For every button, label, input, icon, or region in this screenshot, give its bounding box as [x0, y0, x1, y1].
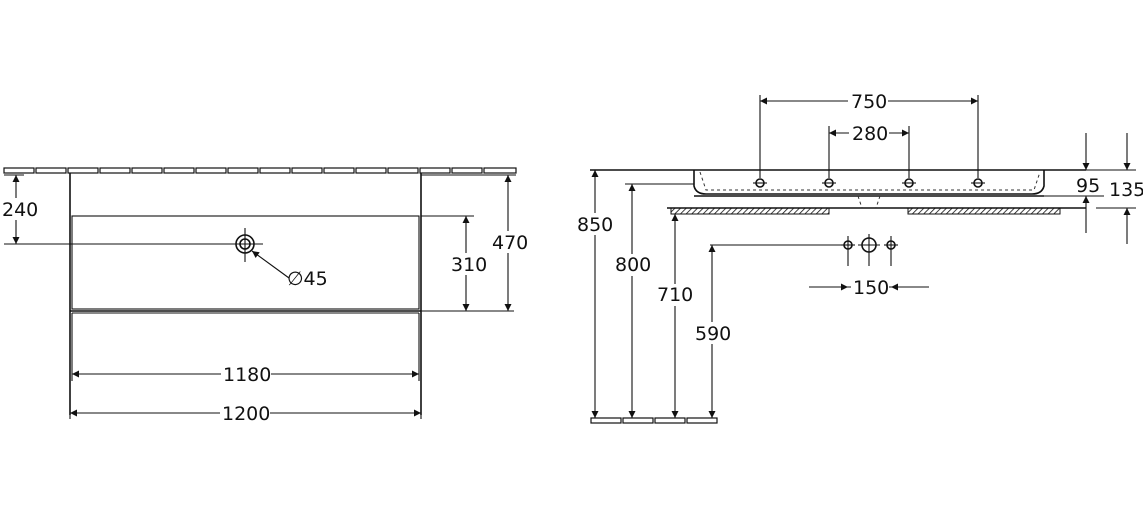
basin-front-outline	[590, 169, 1086, 215]
dim-135: 135	[1086, 133, 1143, 244]
dim-1180-label: 1180	[223, 364, 271, 386]
dim-1200: 1200	[69, 402, 422, 425]
dim-135-label: 135	[1109, 179, 1143, 201]
dim-95-label: 95	[1076, 175, 1100, 197]
basin-plan-outline	[69, 173, 422, 415]
dim-590-label: 590	[695, 323, 731, 345]
dim-850-label: 850	[577, 214, 613, 236]
plan-view: ∅45 240 310 470	[0, 167, 528, 425]
floor-tiles	[590, 417, 718, 424]
wall-tiles	[3, 167, 517, 174]
water-connection-symbols	[710, 234, 898, 266]
dim-95: 95	[1044, 133, 1104, 233]
dim-850: 850	[576, 170, 614, 418]
tap-hole-symbol	[229, 228, 290, 279]
dim-280: 280	[828, 122, 910, 178]
dim-310-label: 310	[451, 254, 487, 276]
dim-800-label: 800	[615, 254, 651, 276]
dim-240-label: 240	[2, 199, 38, 221]
dim-150-label: 150	[853, 277, 889, 299]
dim-150: 150	[809, 277, 929, 299]
tap-hole-markers	[753, 178, 985, 188]
dim-470-label: 470	[492, 232, 528, 254]
dim-1200-label: 1200	[222, 403, 270, 425]
dim-240: 240	[0, 174, 236, 245]
dim-1180: 1180	[71, 313, 420, 386]
dim-310: 310	[421, 215, 514, 312]
dim-280-label: 280	[852, 123, 888, 145]
dim-710-label: 710	[657, 284, 693, 306]
dim-diameter-label: ∅45	[287, 268, 328, 290]
dim-470: 470	[421, 174, 528, 311]
elevation-view: 750 280 150 850 800	[576, 90, 1143, 424]
dim-590: 590	[694, 245, 732, 418]
dim-750: 750	[759, 90, 979, 178]
dim-710: 710	[656, 214, 694, 418]
dim-800: 800	[614, 183, 694, 418]
dim-750-label: 750	[851, 91, 887, 113]
